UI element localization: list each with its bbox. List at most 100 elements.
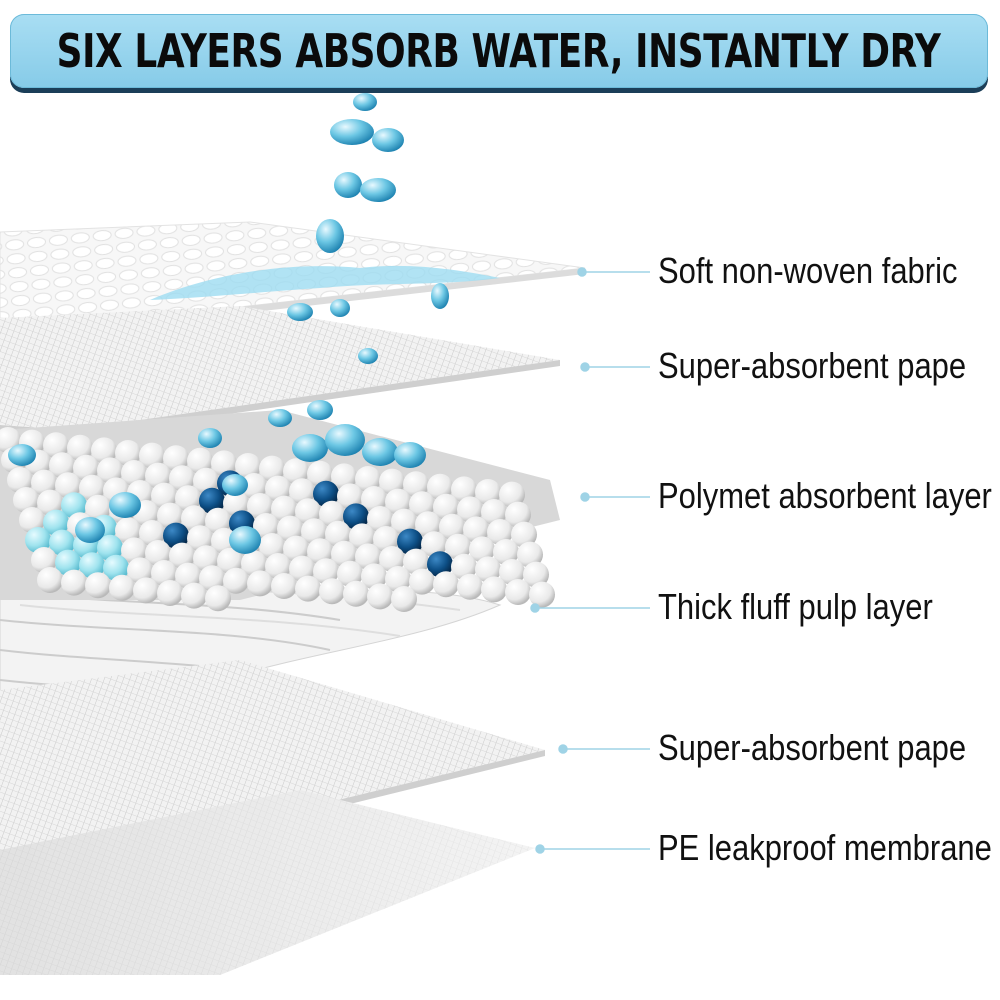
- polymer-bead: [403, 471, 429, 498]
- polymer-bead: [457, 496, 483, 523]
- polymer-bead: [355, 543, 381, 570]
- polymer-bead: [205, 507, 231, 534]
- polymer-bead: [85, 494, 111, 521]
- polymer-bead: [295, 575, 321, 602]
- polymer-bead: [499, 481, 525, 508]
- polymer-bead: [343, 580, 369, 607]
- polymer-bead: [457, 573, 483, 600]
- leader-dot: [530, 603, 540, 613]
- polymer-bead: [199, 565, 225, 592]
- polymer-bead: [433, 493, 459, 520]
- polymer-bead: [367, 506, 393, 532]
- polymer-bead: [385, 488, 411, 515]
- polymer-bead: [121, 537, 147, 564]
- polymer-bead: [13, 487, 39, 513]
- polymer-bead: [97, 534, 123, 561]
- polymer-bead: [55, 472, 81, 499]
- polymer-bead: [43, 432, 69, 459]
- polymer-bead: [241, 550, 267, 577]
- polymer-bead: [445, 533, 471, 560]
- polymer-bead: [175, 562, 201, 589]
- polymer-bead: [301, 518, 327, 545]
- polymer-bead: [295, 498, 321, 525]
- title-banner: SIX LAYERS ABSORB WATER, INSTANTLY DRY: [10, 14, 988, 88]
- polymer-bead: [481, 576, 507, 603]
- polymer-bead: [187, 525, 213, 552]
- polymer-bead: [133, 577, 159, 604]
- polymer-bead: [349, 523, 375, 550]
- page-title: SIX LAYERS ABSORB WATER, INSTANTLY DRY: [57, 24, 941, 78]
- polymer-bead: [61, 492, 87, 519]
- polymer-bead: [475, 556, 501, 583]
- polymer-bead: [319, 500, 345, 527]
- polymer-bead: [361, 563, 387, 590]
- polymer-bead: [439, 513, 465, 540]
- polymer-bead: [409, 568, 435, 595]
- leader-dot: [577, 267, 587, 277]
- polymer-bead: [223, 567, 249, 594]
- label-soft-non-woven-fabric: Soft non-woven fabric: [658, 250, 958, 291]
- polymer-bead: [481, 499, 507, 525]
- polymer-bead: [169, 542, 195, 569]
- polymer-bead: [271, 573, 297, 599]
- polymer-bead: [139, 520, 165, 546]
- polymer-bead: [313, 558, 339, 585]
- polymer-bead-saturated: [163, 522, 189, 549]
- polymer-bead: [163, 445, 189, 472]
- polymer-bead: [247, 570, 273, 597]
- layer-paper-bottom: [0, 660, 545, 868]
- polymer-bead: [265, 475, 291, 502]
- polymer-bead: [175, 485, 201, 512]
- leader-dot: [535, 844, 545, 854]
- polymer-bead: [493, 539, 519, 565]
- polymer-bead: [463, 516, 489, 543]
- water-drops: [8, 93, 449, 554]
- polymer-bead: [517, 541, 543, 568]
- polymer-bead: [361, 486, 387, 512]
- polymer-bead: [253, 513, 279, 539]
- polymer-bead: [337, 483, 363, 510]
- polymer-bead: [427, 473, 453, 500]
- polymer-bead: [331, 463, 357, 490]
- polymer-bead: [247, 493, 273, 519]
- polymer-bead: [505, 501, 531, 528]
- polymer-bead: [139, 442, 165, 469]
- polymer-bead: [217, 547, 243, 574]
- polymer-bead: [85, 572, 111, 599]
- polymer-bead: [235, 453, 261, 479]
- polymer-bead: [7, 467, 33, 493]
- polymer-bead: [97, 457, 123, 484]
- polymer-bead: [391, 508, 417, 535]
- polymer-bead: [415, 511, 441, 538]
- label-pe-leakproof-membrane: PE leakproof membrane: [658, 827, 992, 868]
- polymer-bead: [451, 553, 477, 580]
- polymer-bead: [337, 560, 363, 587]
- polymer-bead: [379, 546, 405, 572]
- polymer-bead: [145, 462, 171, 489]
- polymer-bead: [511, 521, 537, 548]
- polymer-bead: [307, 460, 333, 487]
- polymer-bead: [379, 468, 405, 495]
- polymer-bead: [49, 529, 75, 556]
- polymer-bead-saturated: [313, 480, 339, 507]
- polymer-bead: [289, 555, 315, 582]
- polymer-bead: [259, 533, 285, 559]
- polymer-bead: [181, 582, 207, 609]
- polymer-bead: [67, 434, 93, 461]
- polymer-bead: [127, 557, 153, 584]
- polymer-bead: [421, 531, 447, 558]
- polymer-bead: [523, 561, 549, 588]
- label-super-absorbent-paper-bottom: Super-absorbent pape: [658, 727, 967, 768]
- polymer-bead: [259, 455, 285, 482]
- polymer-bead-saturated: [397, 528, 423, 555]
- polymer-bead: [193, 545, 219, 572]
- polymer-bead: [331, 540, 357, 567]
- polymer-bead: [475, 479, 501, 505]
- polymer-bead: [289, 478, 315, 505]
- polymer-bead: [283, 458, 309, 485]
- polymer-bead: [529, 581, 555, 608]
- polymer-bead: [151, 560, 177, 586]
- polymer-bead: [37, 489, 63, 516]
- polymer-bead: [19, 507, 45, 533]
- polymer-bead-saturated: [199, 487, 225, 514]
